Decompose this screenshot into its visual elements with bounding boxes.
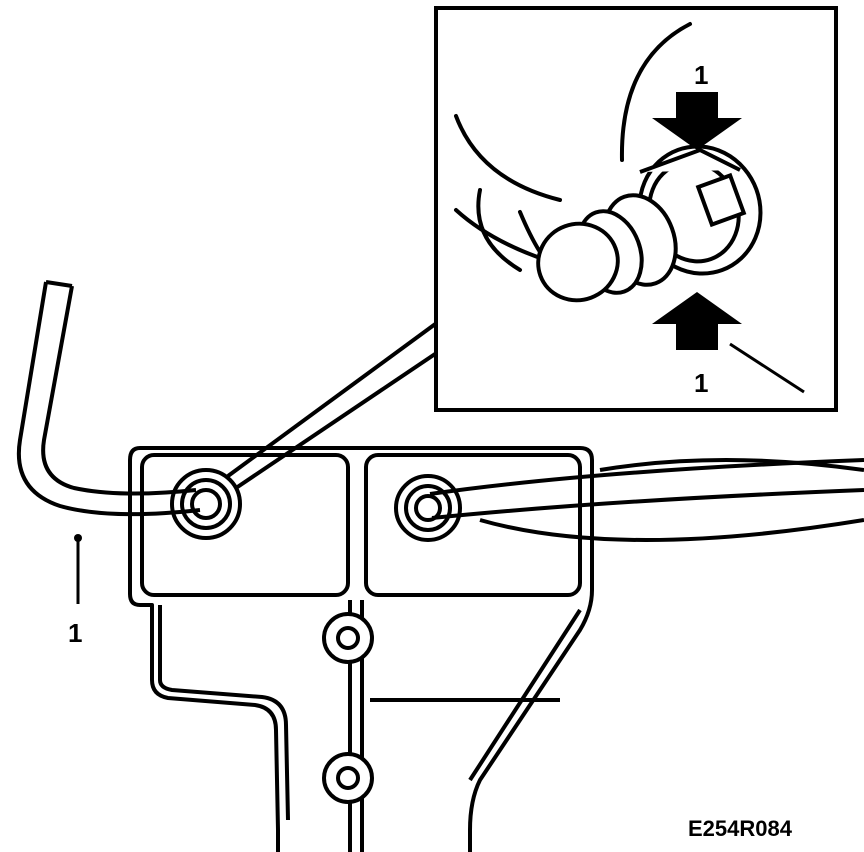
callout-label-inset-top: 1 xyxy=(694,60,708,90)
bracket-holes xyxy=(322,612,374,804)
press-arrows xyxy=(652,92,742,350)
right-tube xyxy=(429,458,864,542)
inset-detail: 1 1 xyxy=(434,6,838,412)
inset-leader-lines xyxy=(226,320,440,490)
mounting-bracket xyxy=(128,446,594,852)
main-hose xyxy=(16,280,201,517)
main-hose-callout: 1 xyxy=(68,534,82,648)
figure-code: E254R084 xyxy=(688,816,793,841)
callout-label-inset-bottom: 1 xyxy=(694,368,708,398)
left-port xyxy=(170,468,242,540)
right-port xyxy=(394,474,462,542)
callout-label-main: 1 xyxy=(68,618,82,648)
connector-fitting xyxy=(536,144,763,303)
